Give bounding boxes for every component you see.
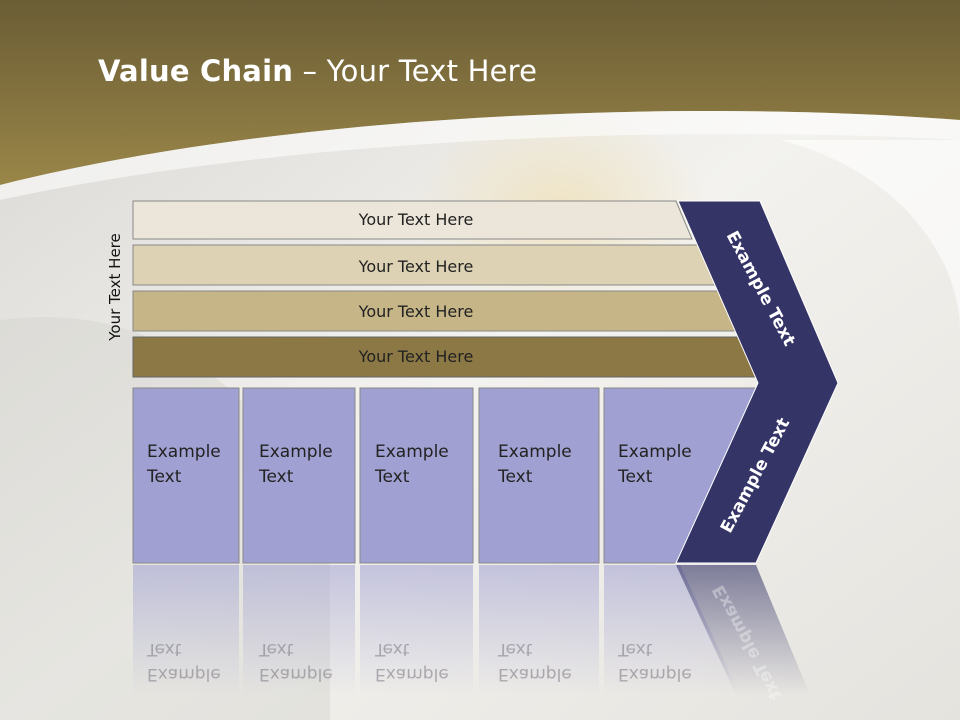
primary-box-2 — [242, 387, 356, 564]
support-band-2-label: Your Text Here — [358, 257, 474, 276]
primary-box-4-reflection — [479, 565, 599, 695]
primary-box-1 — [132, 387, 240, 564]
support-band-1-label: Your Text Here — [358, 210, 474, 229]
margin-chevron — [675, 200, 839, 564]
support-band-3-label: Your Text Here — [358, 302, 474, 321]
primary-box-2-reflection — [243, 565, 355, 695]
support-band-1 — [132, 200, 693, 240]
page-title: Value Chain – Your Text Here — [98, 54, 537, 88]
primary-box-1-reflection — [133, 565, 239, 695]
primary-box-4-label: Example Text — [498, 442, 572, 487]
primary-box-3-label-reflection: Example Text — [375, 639, 449, 684]
margin-chevron-reflection — [676, 565, 810, 695]
primary-box-5-label-reflection: Example Text — [618, 639, 692, 684]
title-bold: Value Chain — [98, 54, 294, 88]
primary-box-3-label: Example Text — [375, 442, 449, 487]
primary-box-4-label-reflection: Example Text — [498, 639, 572, 684]
primary-box-2-label-reflection: Example Text — [259, 639, 333, 684]
primary-box-5-reflection — [604, 565, 740, 695]
primary-box-3 — [359, 387, 474, 564]
primary-box-1-label: Example Text — [147, 442, 221, 487]
support-band-4-label: Your Text Here — [358, 347, 474, 366]
primary-box-2-label: Example Text — [259, 442, 333, 487]
primary-box-1-label-reflection: Example Text — [147, 639, 221, 684]
title-rest: – Your Text Here — [293, 54, 538, 88]
primary-box-4 — [478, 387, 600, 564]
primary-box-5-label: Example Text — [618, 442, 692, 487]
primary-box-3-reflection — [360, 565, 473, 695]
